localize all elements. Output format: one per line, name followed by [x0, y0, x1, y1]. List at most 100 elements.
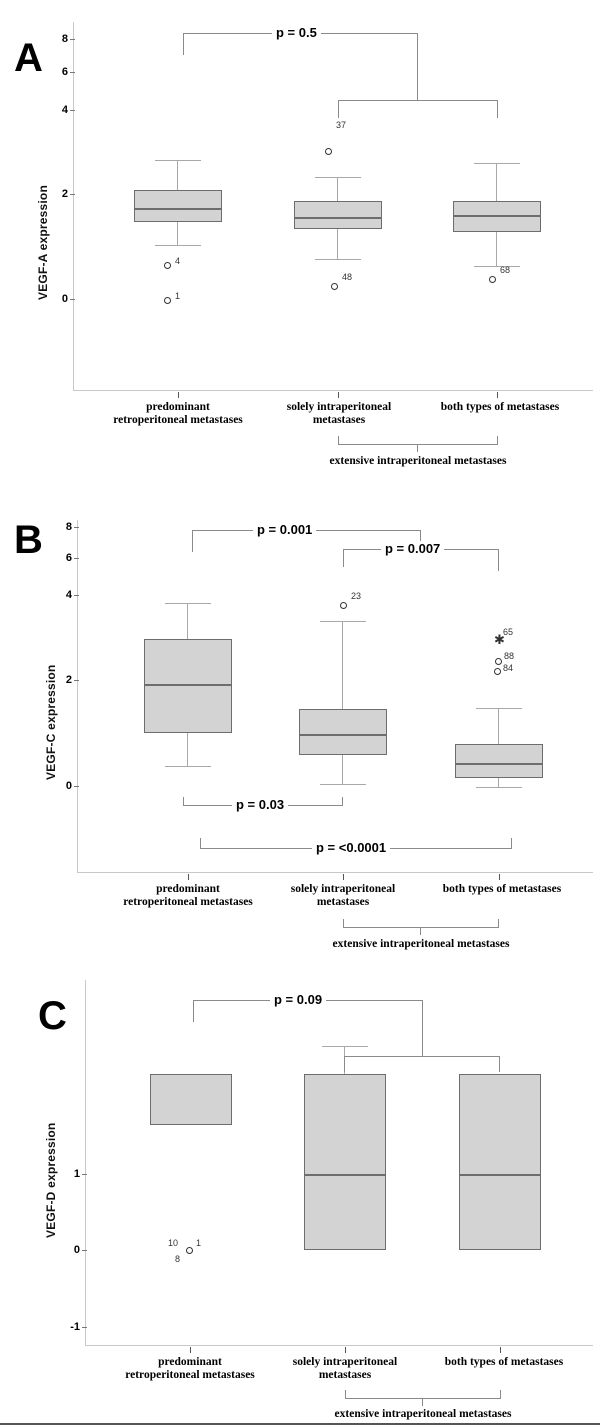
panel-b-pvalue-4: p = <0.0001 [312, 840, 391, 855]
panel-b-g1-whisker-upper [187, 603, 188, 639]
panel-b-combined-group-label: extensive intraperitoneal metastases [332, 938, 510, 950]
panel-a-xlabel-2-line2: metastases [312, 414, 366, 426]
panel-a-g2-whisker-cap-lower [315, 259, 361, 260]
panel-c-xlabel-2-line1: solely intraperitoneal [292, 1356, 398, 1368]
panel-b-g2-whisker-cap-upper [320, 621, 366, 622]
panel-a-g1-median [134, 208, 222, 210]
panel-b-xlabel-1: predominant retroperitoneal metastases [98, 883, 278, 909]
panel-c-pvalue-1: p = 0.09 [270, 992, 327, 1007]
panel-c-ytick-0: 0 [73, 1244, 80, 1256]
panel-a-ytickmark-0 [70, 299, 75, 300]
panel-a-g2-whisker-cap-upper [315, 177, 361, 178]
panel-b-xlabel-3: both types of metastases [412, 883, 592, 896]
panel-b-xtick-2 [343, 874, 344, 880]
panel-a-g1-outlier-1 [164, 297, 171, 304]
panel-c-combined-group-label: extensive intraperitoneal metastases [334, 1408, 512, 1420]
panel-c-xlabel-1-line1: predominant [158, 1356, 222, 1368]
panel-a-y-axis-label: VEGF-A expression [36, 185, 50, 300]
panel-a-ytick-8: 8 [61, 33, 68, 45]
panel-a-ytick-2: 2 [61, 188, 68, 200]
panel-a-g1-whisker-upper [177, 160, 178, 190]
panel-c-xlabel-3: both types of metastases [414, 1356, 594, 1369]
panel-a-g3-whisker-upper [496, 163, 497, 201]
panel-c-xlabel-1: predominant retroperitoneal metastases [100, 1356, 280, 1382]
panel-a-ytickmark-4 [70, 110, 75, 111]
panel-b-g2-whisker-upper [342, 621, 343, 709]
panel-a-xlabel-3: both types of metastases [410, 401, 590, 414]
panel-b: B VEGF-C expression 0 2 4 6 8 23 ✱ 65 88… [0, 480, 600, 960]
panel-c-ytickmark-1 [82, 1174, 87, 1175]
panel-a-g1-outlier-label-1: 1 [175, 291, 181, 301]
panel-a-g3-whisker-cap-upper [474, 163, 520, 164]
panel-b-g1-whisker-cap-lower [165, 766, 211, 767]
panel-c-xtick-3 [500, 1347, 501, 1353]
panel-b-xtick-3 [499, 874, 500, 880]
panel-c-plot-area [85, 980, 593, 1346]
panel-letter-c: C [38, 994, 67, 1038]
panel-c-xlabel-3-line1: both types of metastases [444, 1356, 564, 1368]
panel-b-xlabel-1-line2: retroperitoneal metastases [123, 896, 253, 908]
panel-c-g2-box [304, 1074, 386, 1250]
panel-c-y-axis-label: VEGF-D expression [44, 1122, 58, 1238]
panel-a-xlabel-2-line1: solely intraperitoneal [286, 401, 392, 413]
panel-a: A VEGF-A expression 0 2 4 6 8 4 1 37 48 … [0, 0, 600, 480]
panel-c-g1-box [150, 1074, 232, 1125]
panel-a-g1-whisker-lower [177, 222, 178, 245]
panel-b-g2-outlier-23 [340, 602, 347, 609]
panel-a-g3-median [453, 215, 541, 217]
panel-c-xtick-1 [190, 1347, 191, 1353]
panel-b-g2-whisker-lower [342, 755, 343, 784]
panel-a-ytick-4: 4 [61, 104, 68, 116]
panel-a-ytickmark-2 [70, 194, 75, 195]
panel-b-g1-whisker-lower [187, 733, 188, 766]
panel-a-g2-whisker-upper [337, 177, 338, 201]
panel-c-xlabel-1-line2: retroperitoneal metastases [125, 1369, 255, 1381]
panel-a-g3-outlier-label-68: 68 [500, 265, 511, 275]
panel-b-ytickmark-8 [74, 527, 79, 528]
panel-a-g2-whisker-lower [337, 229, 338, 259]
panel-b-g3-whisker-lower [498, 778, 499, 787]
panel-c-g1-outlier-label-10: 10 [168, 1238, 179, 1248]
panel-letter-a: A [14, 36, 43, 80]
panel-c-ytick-neg1: -1 [70, 1321, 80, 1333]
panel-a-ytickmark-8 [70, 39, 75, 40]
panel-b-xtick-1 [188, 874, 189, 880]
panel-a-combined-group-label: extensive intraperitoneal metastases [329, 455, 507, 467]
panel-a-g1-box [134, 190, 222, 222]
panel-a-g2-box [294, 201, 382, 229]
panel-c-ytickmark-0 [82, 1250, 87, 1251]
panel-b-g2-whisker-cap-lower [320, 784, 366, 785]
panel-a-g2-outlier-37 [325, 148, 332, 155]
panel-b-pvalue-2: p = 0.007 [381, 541, 445, 556]
panel-a-xtick-2 [338, 392, 339, 398]
panel-b-ytick-2: 2 [65, 674, 72, 686]
panel-c-g2-median [304, 1174, 386, 1176]
panel-c: C VEGF-D expression 1 0 -1 10 1 8 p = 0.… [0, 958, 600, 1425]
panel-b-ytick-4: 4 [65, 589, 72, 601]
panel-a-g2-outlier-48 [331, 283, 338, 290]
panel-a-plot-area [73, 22, 593, 391]
panel-b-ytickmark-4 [74, 595, 79, 596]
panel-b-g3-median [455, 763, 543, 765]
panel-a-g2-median [294, 217, 382, 219]
panel-a-xtick-1 [178, 392, 179, 398]
panel-a-ytickmark-6 [70, 72, 75, 73]
panel-c-ytickmark-neg1 [82, 1327, 87, 1328]
panel-a-g2-outlier-label-48: 48 [342, 272, 353, 282]
panel-a-g2-outlier-label-37: 37 [336, 120, 347, 130]
panel-b-pvalue-1: p = 0.001 [253, 522, 317, 537]
panel-a-xlabel-1: predominant retroperitoneal metastases [88, 401, 268, 427]
panel-a-g1-whisker-cap-lower [155, 245, 201, 246]
panel-a-xlabel-2: solely intraperitoneal metastases [268, 401, 410, 427]
panel-b-plot-area [77, 520, 593, 873]
panel-b-xlabel-2: solely intraperitoneal metastases [272, 883, 414, 909]
panel-a-g3-whisker-lower [496, 232, 497, 266]
panel-b-g3-outlier-label-88: 88 [504, 651, 515, 661]
panel-b-g3-whisker-upper [498, 708, 499, 744]
panel-b-xlabel-1-line1: predominant [156, 883, 220, 895]
panel-b-g2-median [299, 734, 387, 736]
panel-b-pvalue-3: p = 0.03 [232, 797, 289, 812]
panel-a-ytick-6: 6 [61, 66, 68, 78]
panel-b-xlabel-2-line2: metastases [316, 896, 370, 908]
panel-a-g3-whisker-cap-lower [474, 266, 520, 267]
